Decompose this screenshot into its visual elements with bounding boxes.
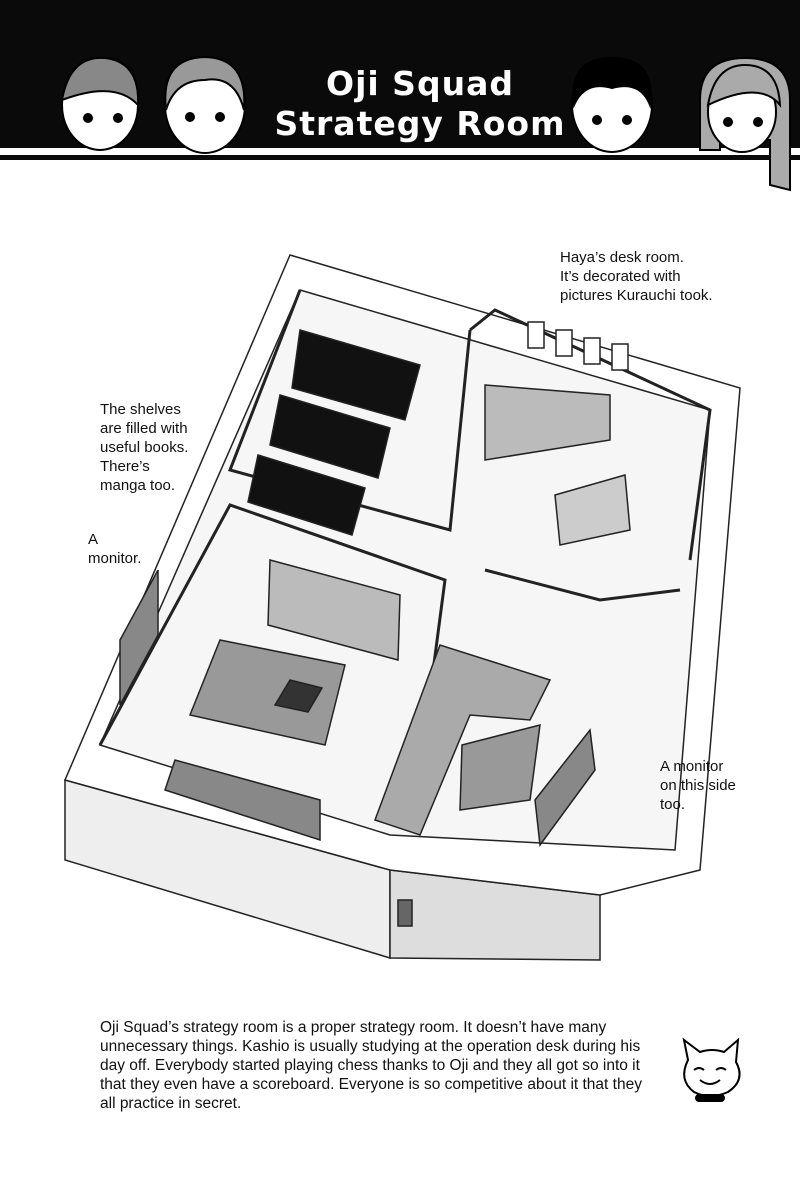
face-1: [60, 56, 140, 151]
caption-line: pictures Kurauchi took.: [560, 287, 713, 304]
caption-line: monitor.: [88, 550, 142, 567]
sofa: [374, 644, 552, 836]
wall: [469, 308, 712, 561]
caption-line: are filled with: [100, 420, 188, 437]
monitor-right: [534, 728, 596, 847]
caption-monitor-right: A monitor on this side too.: [660, 757, 736, 814]
caption-desk-room: Haya’s desk room. It’s decorated with pi…: [560, 248, 713, 305]
face-3: [571, 56, 653, 153]
caption-line: There’s: [100, 458, 150, 475]
desk-dark: [247, 454, 366, 536]
bench: [164, 759, 321, 842]
monitor-left: [119, 569, 159, 706]
caption-line: manga too.: [100, 477, 176, 494]
picture: [555, 329, 573, 357]
face-4: [699, 56, 791, 192]
caption-line: A monitor: [660, 758, 724, 775]
picture: [611, 343, 629, 371]
caption-line: too.: [660, 796, 686, 813]
chess-table: [188, 639, 346, 746]
banner-stripe: [0, 155, 800, 160]
picture: [583, 337, 601, 365]
picture: [527, 321, 545, 349]
page-title: Oji Squad Strategy Room: [270, 64, 570, 144]
coffee-table: [459, 723, 541, 811]
desk-dark: [269, 394, 391, 479]
door-panel: [397, 899, 413, 927]
title-line-2: Strategy Room: [274, 104, 566, 143]
caption-monitor-left: A monitor.: [88, 530, 141, 568]
banner-stripe: [0, 148, 800, 155]
bookshelf: [484, 384, 611, 461]
chess-board: [273, 679, 324, 713]
floor-plan-illustration: [63, 254, 741, 961]
character-faces: [60, 55, 791, 192]
caption-line: A: [88, 531, 99, 548]
caption-shelves: The shelves are filled with useful books…: [100, 400, 188, 495]
caption-line: useful books.: [100, 439, 189, 456]
caption-line: The shelves: [100, 401, 181, 418]
caption-line: on this side: [660, 777, 736, 794]
face-2: [164, 55, 246, 154]
wall: [484, 568, 681, 602]
operation-desk: [554, 474, 631, 546]
description-text: Oji Squad’s strategy room is a proper st…: [100, 1019, 642, 1112]
bookshelf: [267, 559, 401, 661]
desk-dark: [291, 329, 421, 421]
caption-line: Haya’s desk room.: [560, 249, 684, 266]
title-line-1: Oji Squad: [326, 64, 514, 103]
caption-line: It’s decorated with: [560, 268, 681, 285]
